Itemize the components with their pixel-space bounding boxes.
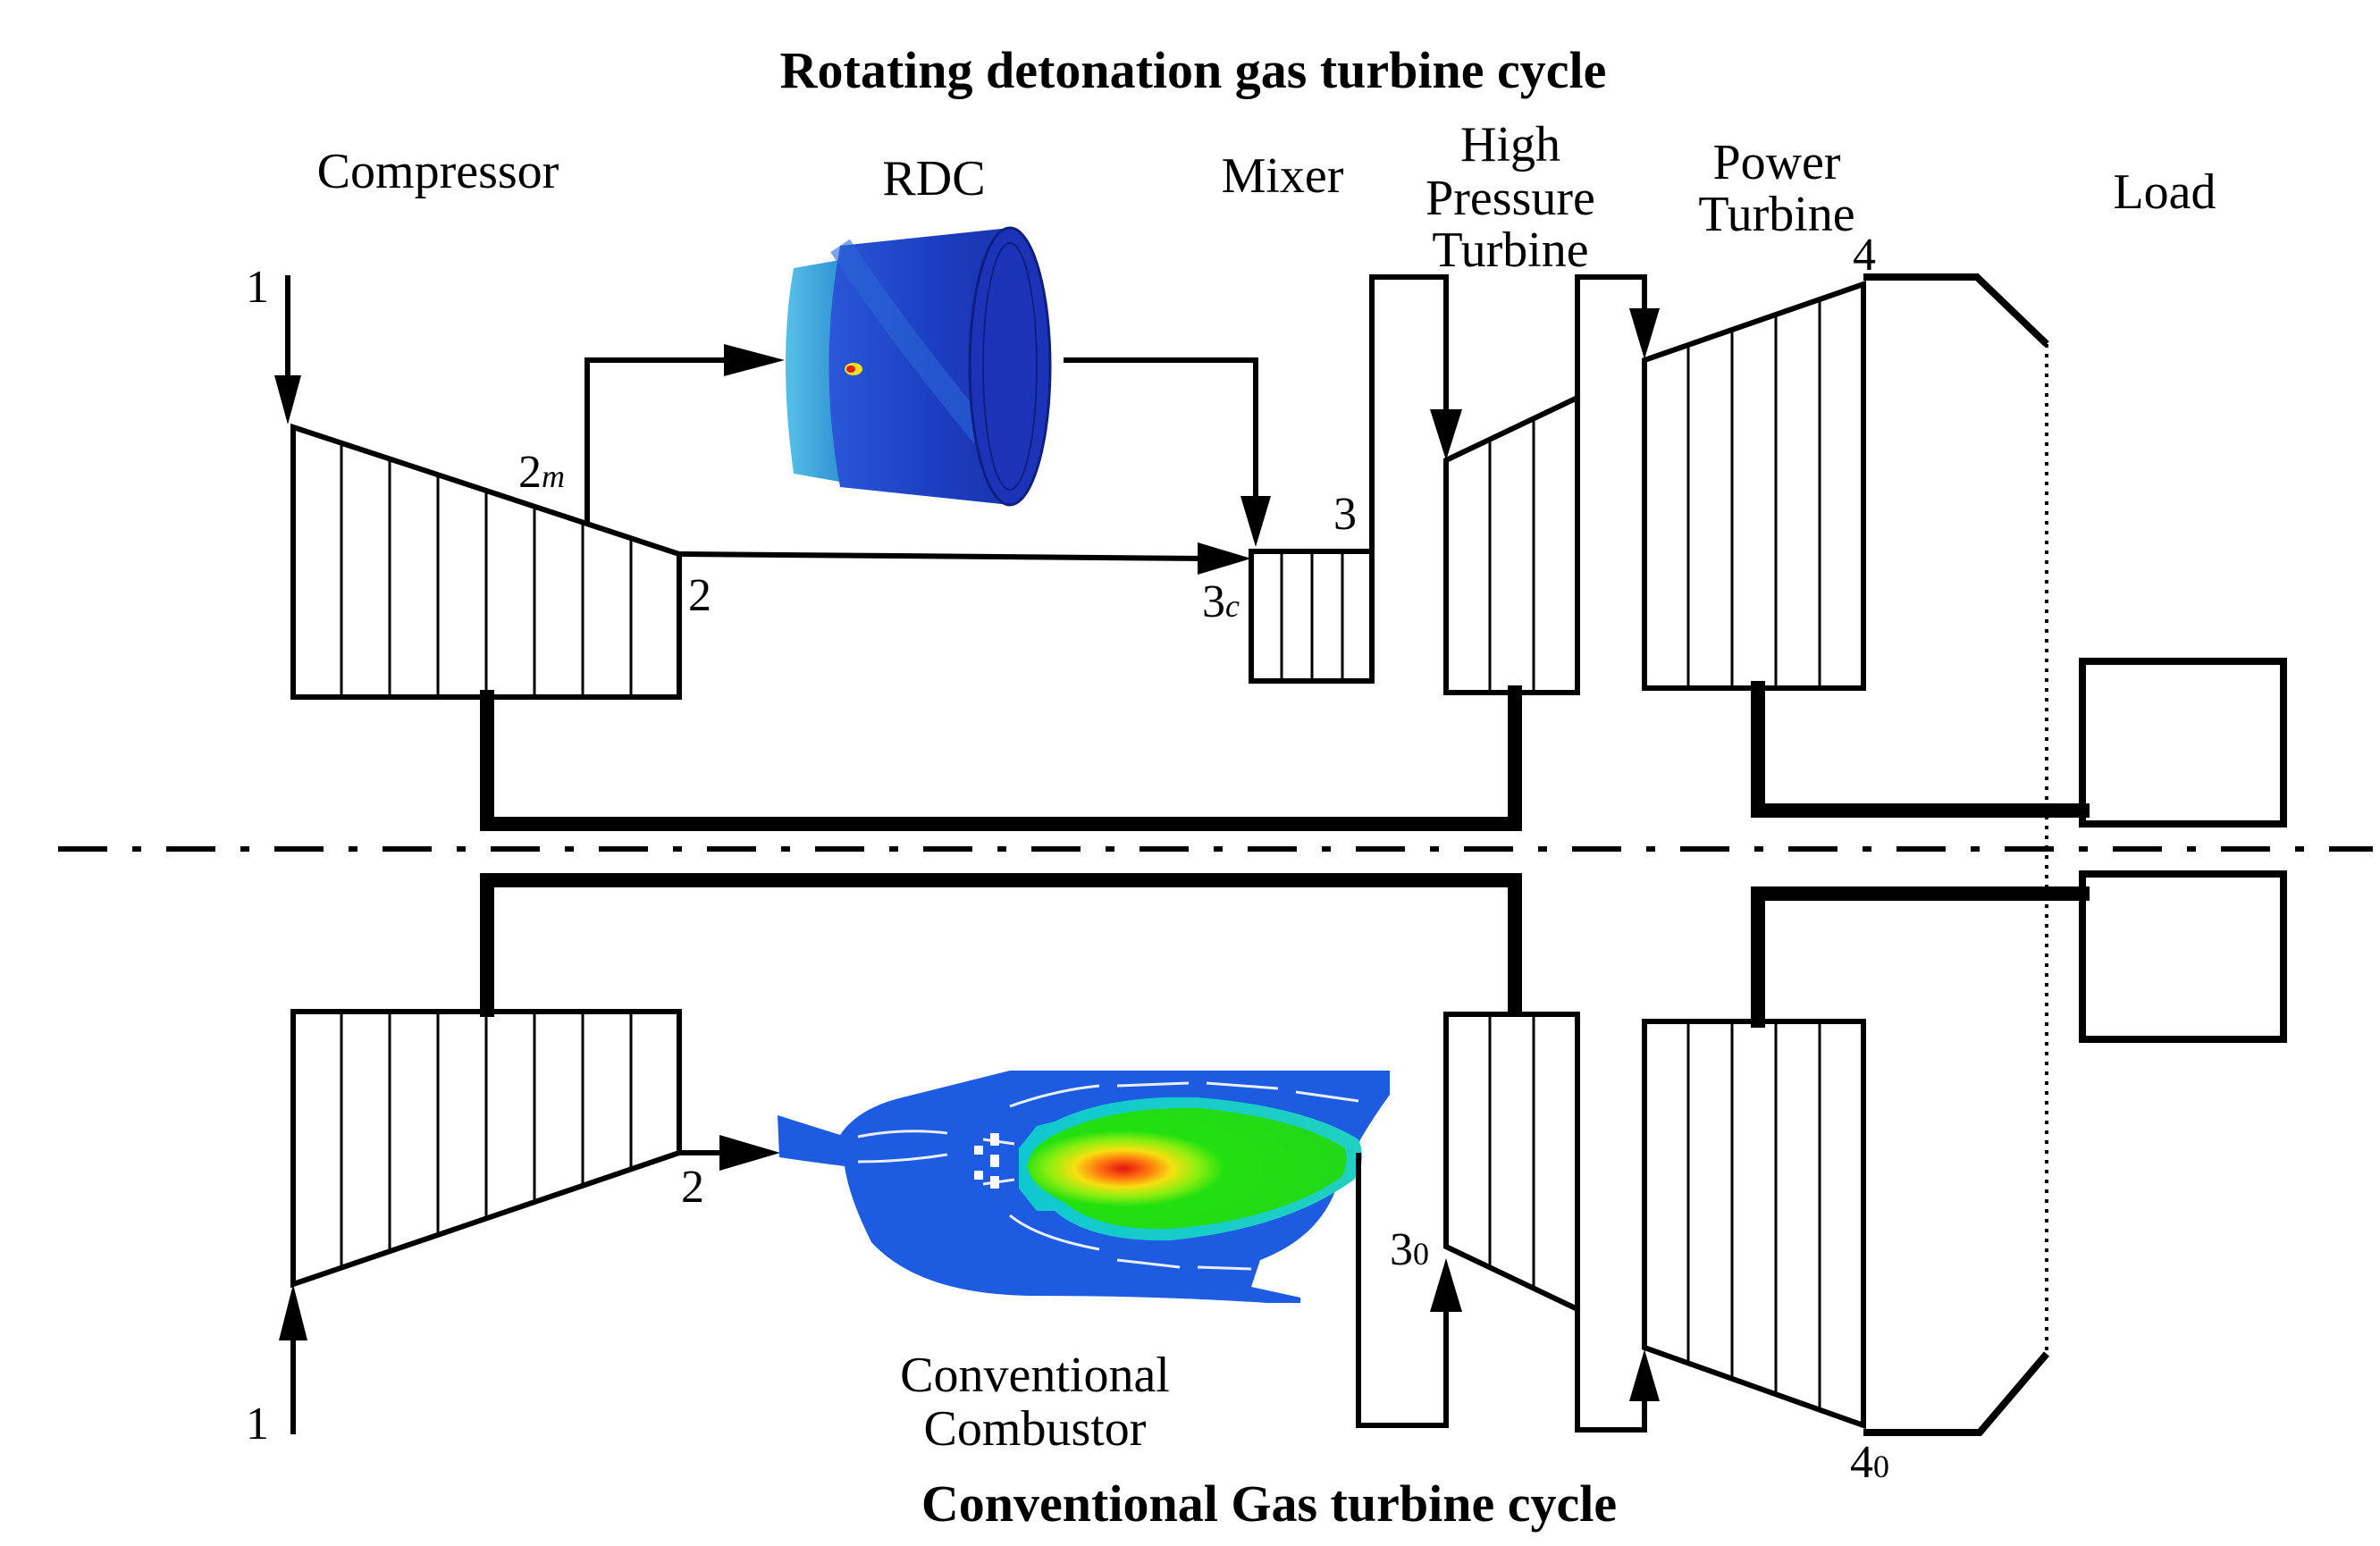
bottom-exhaust-line [1863,1351,2050,1436]
top-exhaust-line [1863,273,2049,347]
bottom-power-shaft [1751,886,2090,1028]
station-top-4: 4 [1853,230,1876,281]
top-power-turbine [1642,280,1866,691]
mixer-side-arrowhead [1198,542,1251,575]
top-compressor [290,423,682,700]
pt-inlet-arrowhead [1629,308,1660,359]
pt-label-line2: Turbine [1698,187,1854,242]
top-cycle-title: Rotating detonation gas turbine cycle [780,41,1607,99]
top-gas-generator-shaft [480,685,1522,831]
bottom-load-box [2079,870,2287,1043]
station-bot-40: 40 [1850,1437,1889,1488]
station-bot-30: 30 [1390,1224,1429,1275]
station-bot-1: 1 [246,1399,269,1449]
bottom-gas-generator-shaft [480,873,1522,1017]
bypass-line-to-mixer [678,551,1207,561]
hpt-label-line2: Pressure [1425,171,1595,226]
hpt-label-line3: Turbine [1432,223,1588,278]
hpt-to-pt-bottom-line [1575,1309,1647,1433]
bleed-line-to-rdc [584,357,733,523]
top-load-box [2079,658,2287,828]
bottom-inlet-arrow [279,1284,307,1434]
rdc-outlet-line [1064,357,1258,500]
bottom-power-turbine [1642,1019,1866,1430]
conventional-combustor [778,1071,1390,1303]
rdc-combustor [786,226,1052,507]
rdc-inlet-arrowhead [724,344,785,376]
hpt-inlet-arrowhead [1430,409,1462,460]
combustor-to-hpt-line [1356,1153,1449,1428]
top-inlet-arrow [274,275,301,424]
station-top-3: 3 [1333,489,1357,540]
hpt-bottom-inlet-arrowhead [1430,1258,1462,1312]
combustor-label-line1: Conventional [900,1348,1170,1403]
bottom-cycle-title: Conventional Gas turbine cycle [921,1475,1617,1533]
station-top-2: 2 [688,570,711,621]
load-label: Load [2113,164,2216,220]
mixer [1249,549,1375,684]
station-top-2m: 2m [518,447,565,498]
top-hp-turbine [1443,393,1580,695]
hpt-label-line1: High [1460,117,1560,172]
rdc-label: RDC [882,151,985,206]
mixer-top-arrowhead [1240,496,1271,547]
station-bot-2: 2 [681,1162,704,1213]
station-top-1: 1 [246,262,269,313]
bottom-compressor [290,1009,682,1289]
combustor-label-line2: Combustor [924,1401,1147,1457]
station-top-3c: 3c [1202,576,1240,627]
compressor-label: Compressor [317,144,559,199]
pt-bottom-inlet-arrowhead [1629,1349,1660,1401]
pt-label-line1: Power [1712,135,1840,190]
mixer-label: Mixer [1222,148,1344,204]
combustor-inlet-arrowhead [719,1135,780,1171]
top-power-shaft [1751,681,2090,818]
hpt-to-pt-line [1575,274,1647,398]
bottom-hp-turbine [1443,1012,1580,1314]
mixer-to-hpt-line [1369,274,1449,554]
